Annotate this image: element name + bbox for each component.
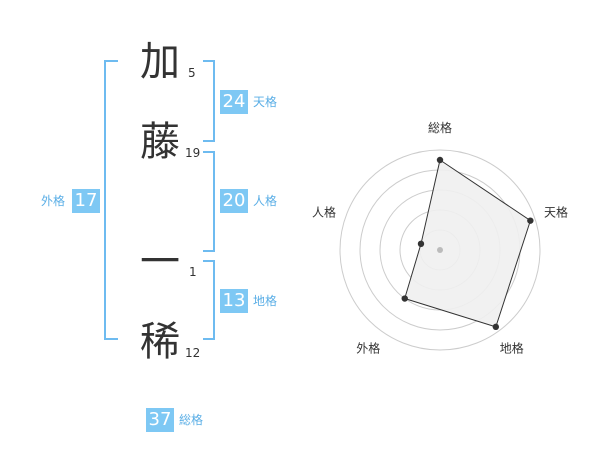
soukaku-label: 総格 — [179, 413, 204, 427]
radar-point-5 — [417, 240, 425, 248]
surname-char-2: 藤 — [140, 119, 180, 165]
radar-points — [401, 156, 534, 331]
surname-char-1-strokes: 5 — [188, 66, 196, 80]
soukaku-value: 37 — [146, 408, 174, 432]
chikaku-value: 13 — [220, 289, 248, 313]
chikaku-bracket — [203, 260, 215, 340]
gaikaku-label: 外格 — [41, 194, 66, 208]
chikaku-label: 地格 — [253, 294, 278, 308]
tenkaku-value: 24 — [220, 90, 248, 114]
radar-point-3 — [492, 323, 500, 331]
given-char-2: 稀 — [140, 319, 180, 365]
radar-point-4 — [401, 295, 408, 302]
radar-point-2 — [527, 217, 534, 224]
radar-axis-label: 地格 — [500, 341, 524, 356]
jinkaku-value: 20 — [220, 189, 248, 213]
tenkaku-bracket — [203, 60, 215, 142]
tenkaku-label: 天格 — [253, 95, 278, 109]
gaikaku-value: 17 — [72, 189, 100, 213]
surname-char-1: 加 — [140, 39, 180, 85]
given-char-1-strokes: 1 — [189, 265, 197, 279]
radar-ring — [339, 149, 541, 351]
radar-axis-label: 天格 — [544, 204, 568, 219]
radar-series-polygon — [404, 159, 531, 328]
gaikaku-bracket — [104, 60, 118, 340]
jinkaku-bracket — [203, 151, 215, 252]
radar-center-dot — [437, 247, 443, 253]
surname-char-2-strokes: 19 — [185, 146, 201, 160]
given-char-1: 一 — [140, 239, 180, 285]
radar-axis-label: 総格 — [428, 120, 452, 135]
radar-axis-label: 人格 — [312, 204, 336, 219]
radar-axis-label: 外格 — [356, 341, 380, 356]
radar-point-1 — [436, 156, 444, 164]
jinkaku-label: 人格 — [253, 194, 278, 208]
given-char-2-strokes: 12 — [185, 346, 201, 360]
